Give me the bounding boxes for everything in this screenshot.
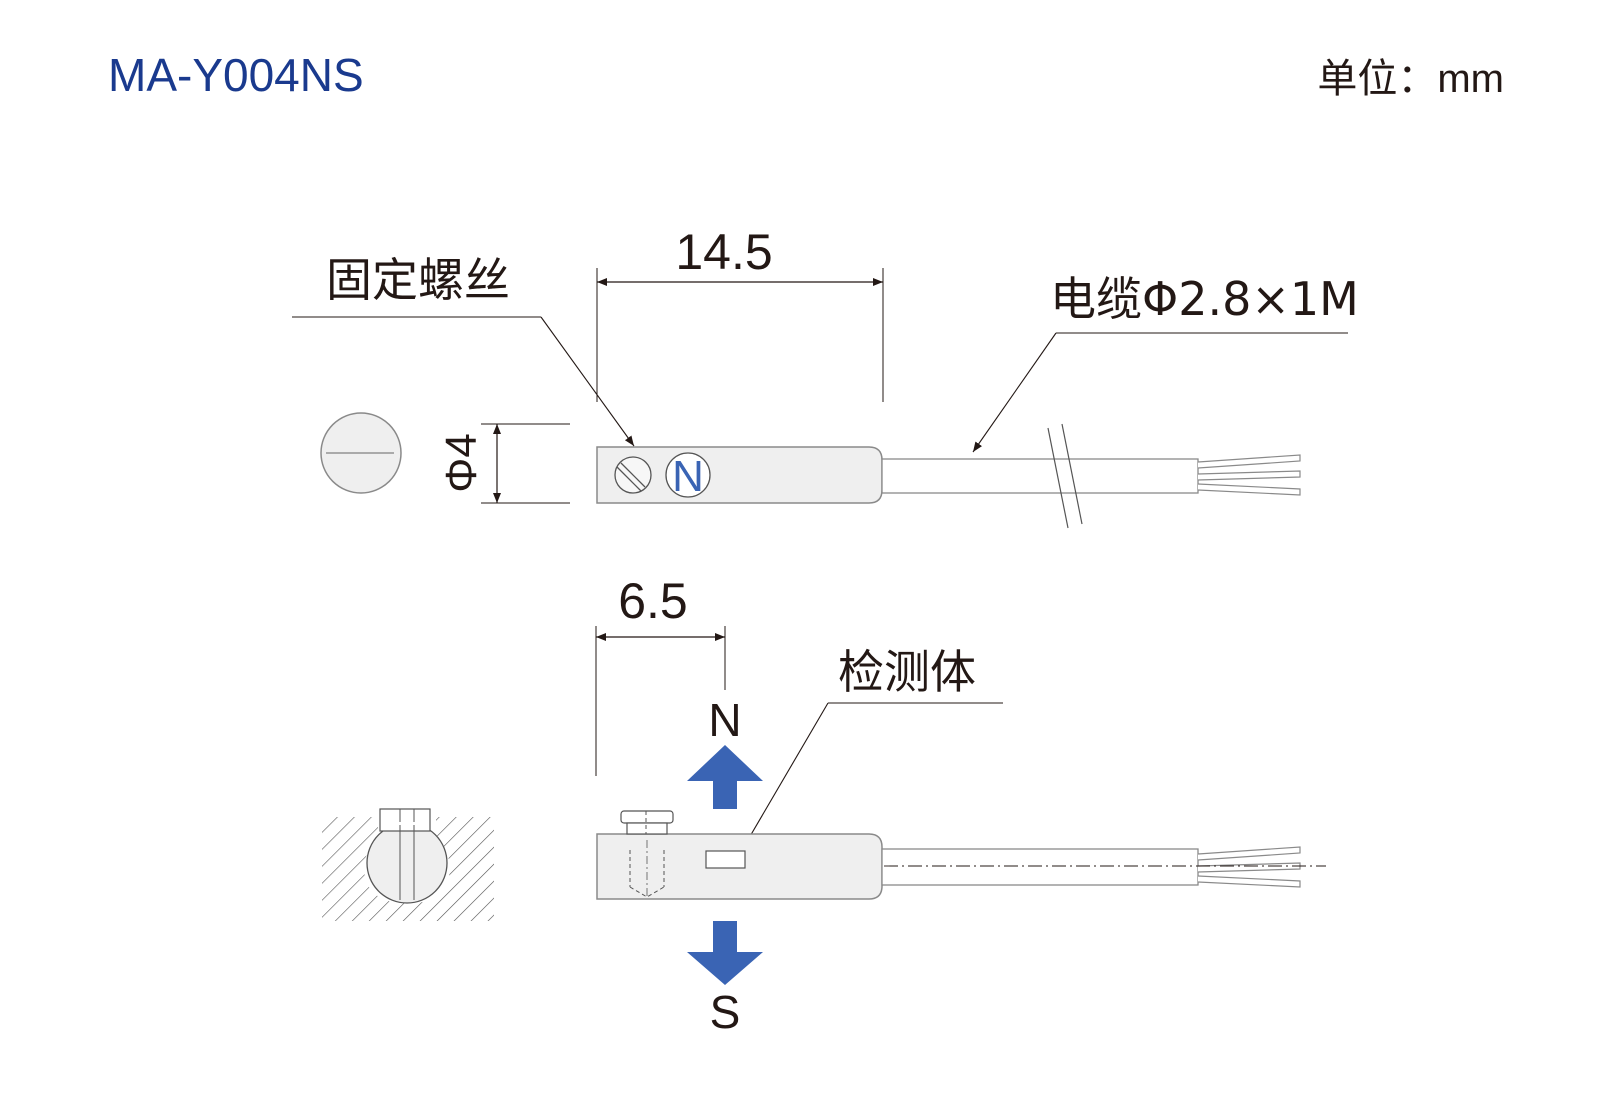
cable-side — [881, 846, 1326, 888]
sensing-element-callout: 检测体 — [741, 645, 1003, 851]
north-arrow-icon: N — [687, 694, 763, 809]
cable-wires-top — [1197, 454, 1301, 496]
cable-callout: 电缆Φ2.8×1M — [972, 272, 1359, 453]
cable-label: 电缆Φ2.8×1M — [1050, 272, 1359, 326]
detect-offset-dimension: 6.5 — [595, 573, 726, 776]
south-arrow-icon: S — [687, 921, 763, 1038]
north-label: N — [708, 694, 741, 746]
detect-offset-label: 6.5 — [618, 573, 688, 629]
cable-top — [881, 423, 1301, 529]
north-pole-badge: N — [665, 452, 711, 501]
model-title: MA-Y004NS — [108, 49, 364, 101]
cable-wires-side — [1197, 846, 1301, 888]
sensing-element-label: 检测体 — [838, 645, 976, 699]
sensor-body-side — [596, 810, 883, 900]
set-screw-side — [620, 810, 674, 898]
unit-label: 单位：mm — [1317, 57, 1504, 101]
mounting-groove-section — [322, 808, 494, 921]
north-pole-badge-label: N — [672, 452, 704, 501]
screw-head-icon — [614, 456, 652, 494]
length-label: 14.5 — [675, 224, 772, 280]
fixing-screw-label: 固定螺丝 — [326, 253, 510, 307]
diameter-label: Φ4 — [437, 433, 486, 493]
sensor-body-top: N — [596, 446, 883, 504]
diameter-dimension: Φ4 — [437, 423, 570, 504]
sensing-element — [705, 850, 746, 869]
end-view-circle — [320, 412, 402, 494]
south-label: S — [710, 986, 741, 1038]
length-dimension: 14.5 — [596, 224, 884, 402]
fixing-screw-callout: 固定螺丝 — [292, 253, 635, 447]
